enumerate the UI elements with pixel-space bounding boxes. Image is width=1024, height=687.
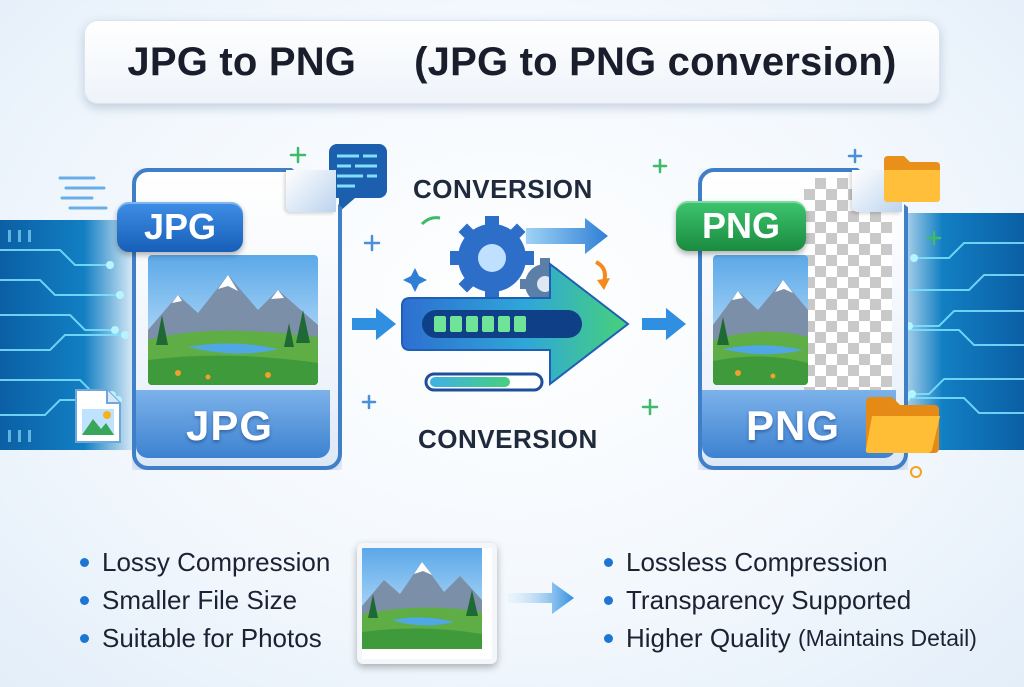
jpg-landscape-image <box>148 255 318 385</box>
png-tag: PNG <box>676 201 806 251</box>
transparency-checker <box>804 178 892 390</box>
conversion-label-bottom: CONVERSION <box>418 424 598 454</box>
feature-text: Lossy Compression <box>102 546 331 577</box>
title-subtitle: (JPG to PNG conversion) <box>414 39 897 84</box>
jpg-tag: JPG <box>117 202 243 252</box>
image-file-icon <box>75 389 121 443</box>
jpg-features-list: Lossy Compression Smaller File Size Suit… <box>80 543 330 657</box>
arrow-right-icon <box>508 582 574 614</box>
folder-icon <box>865 397 940 453</box>
png-file-footer <box>702 390 896 458</box>
feature-text: Smaller File Size <box>102 584 298 615</box>
page-title: JPG to PNG (JPG to PNG conversion) <box>127 40 896 85</box>
list-item: Transparency Supported <box>604 581 977 619</box>
jpg-file-fold <box>286 170 336 212</box>
feature-note: (Maintains Detail) <box>797 624 977 651</box>
bullet-dot <box>80 557 89 567</box>
list-item: Lossy Compression <box>80 543 330 581</box>
png-landscape-image <box>713 255 808 385</box>
png-features-list: Lossless Compression Transparency Suppor… <box>604 543 977 657</box>
bullet-dot <box>604 595 613 605</box>
list-item: Smaller File Size <box>80 581 330 619</box>
feature-text: Higher Quality <box>626 622 791 653</box>
bullet-dot <box>604 557 613 567</box>
list-item: Lossless Compression <box>604 543 977 581</box>
conversion-label-top: CONVERSION <box>413 174 593 204</box>
feature-text: Transparency Supported <box>626 584 912 615</box>
title-main: JPG to PNG <box>127 39 357 84</box>
list-item: Suitable for Photos <box>80 619 330 657</box>
png-file-label: PNG <box>746 402 841 449</box>
list-item: Higher Quality (Maintains Detail) <box>604 619 977 657</box>
jpg-file-label: JPG <box>186 402 274 449</box>
circuit-band-left <box>0 220 140 450</box>
feature-text: Suitable for Photos <box>102 622 322 653</box>
conversion-graphic <box>401 216 630 392</box>
chat-code-icon <box>329 144 387 212</box>
bullet-dot <box>80 633 89 643</box>
bullet-dot <box>604 633 613 643</box>
folder-icon <box>884 156 940 202</box>
photo-thumbnail <box>357 543 497 664</box>
feature-text: Lossless Compression <box>626 546 888 577</box>
arrow-right-icon <box>642 308 686 340</box>
bullet-dot <box>80 595 89 605</box>
title-bar: JPG to PNG (JPG to PNG conversion) <box>84 20 940 104</box>
arrow-right-icon <box>352 308 396 340</box>
progress-bar-icon <box>422 310 582 392</box>
jpg-file-footer <box>136 390 330 458</box>
